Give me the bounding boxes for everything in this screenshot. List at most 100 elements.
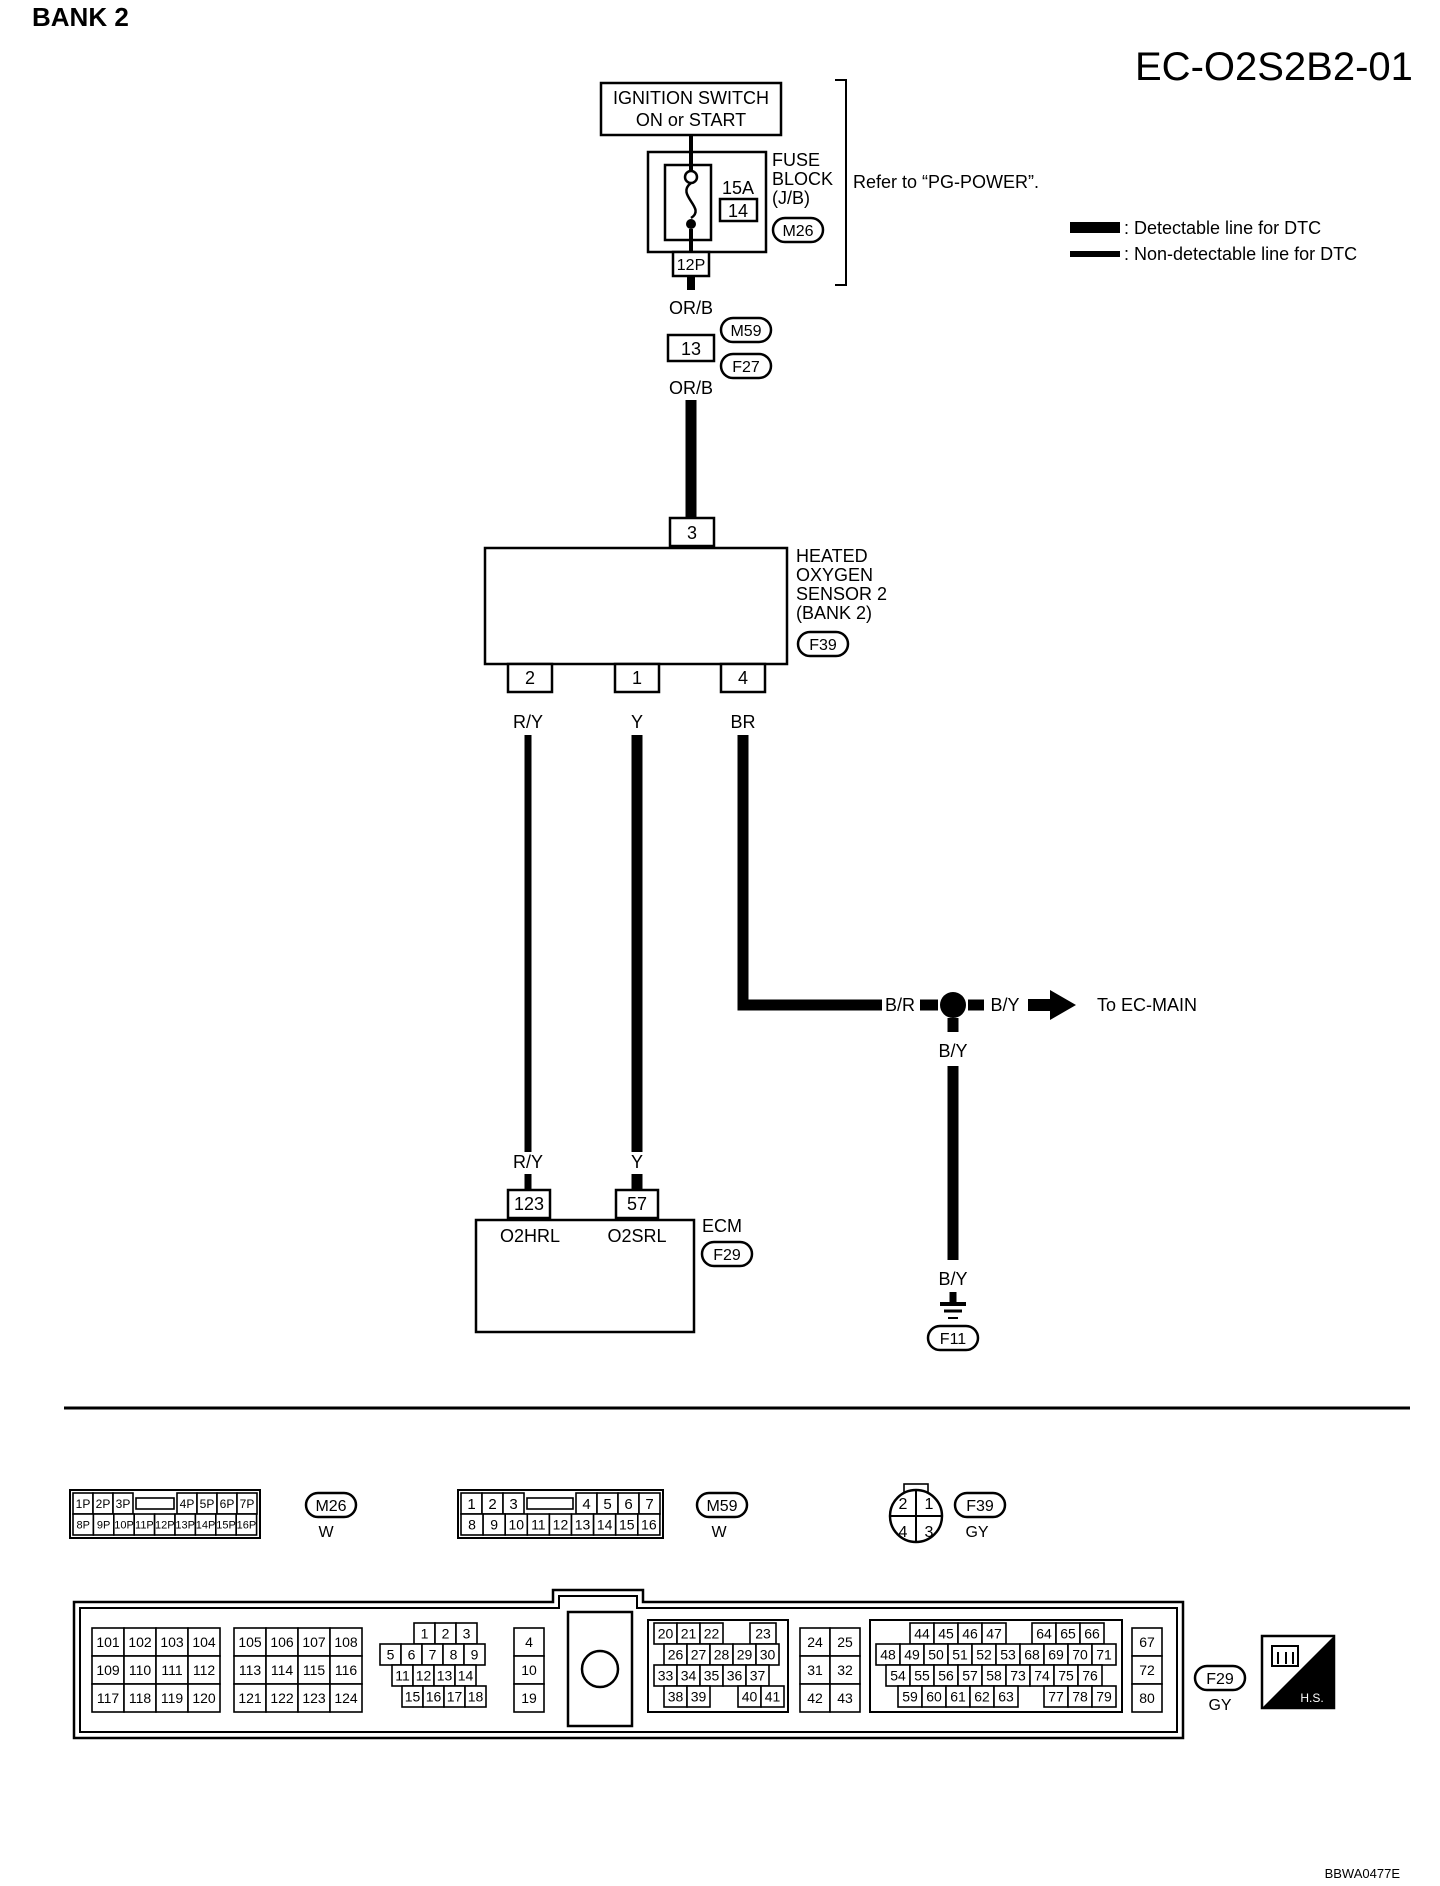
- m59-pin: 13: [575, 1517, 591, 1533]
- f29-group7-frame: [869, 1619, 1123, 1713]
- m59-pin: 14: [597, 1517, 613, 1533]
- f29-pin: 124: [334, 1690, 358, 1706]
- f29-pin: 34: [681, 1668, 697, 1684]
- joint-connector-top: M59: [730, 323, 761, 340]
- f29-pin: 105: [238, 1634, 262, 1650]
- m59-pin: 2: [488, 1496, 496, 1513]
- f29-housing-inner: [79, 1595, 1178, 1733]
- f29-pin: 7: [429, 1647, 437, 1663]
- wire-label-ry-top: R/Y: [513, 712, 543, 732]
- diagram-code: EC-O2S2B2-01: [1135, 45, 1413, 89]
- refer-text: Refer to “PG-POWER”.: [853, 172, 1039, 192]
- legend-non-detectable-line: [1070, 251, 1120, 257]
- f29-pin: 76: [1082, 1668, 1098, 1684]
- f29-pin: 1: [421, 1626, 429, 1642]
- m26-pin: 9P: [97, 1519, 110, 1531]
- f29-pin: 52: [976, 1647, 992, 1663]
- arrow-right-icon: [1028, 990, 1076, 1020]
- f29-pin: 24: [807, 1634, 823, 1650]
- wire-label-br: BR: [730, 712, 755, 732]
- f29-pin: 18: [468, 1689, 484, 1705]
- f29-id-oval: [1193, 1664, 1247, 1692]
- f29-color: GY: [1208, 1697, 1231, 1714]
- m26-id: M26: [315, 1498, 346, 1515]
- f29-pin: 44: [914, 1626, 930, 1642]
- ignition-label-1: IGNITION SWITCH: [613, 88, 769, 108]
- f29-pin: 80: [1139, 1690, 1155, 1706]
- f29-pin: 68: [1024, 1647, 1040, 1663]
- f29-cell: [265, 1683, 299, 1713]
- legend-detectable-text: : Detectable line for DTC: [1124, 218, 1321, 238]
- f29-cell: [513, 1683, 545, 1713]
- fuse-label-1: FUSE: [772, 150, 820, 170]
- sensor-label-4: (BANK 2): [796, 603, 872, 623]
- f29-pin: 112: [193, 1662, 216, 1678]
- f29-pin: 14: [458, 1668, 474, 1684]
- m59-id-oval: [695, 1491, 749, 1519]
- ecm-connector-id: F29: [713, 1247, 741, 1264]
- wire-label-orb-top: OR/B: [669, 298, 713, 318]
- f29-pin: 71: [1096, 1647, 1112, 1663]
- f29-pin: 111: [161, 1662, 182, 1678]
- m26-pin: 14P: [196, 1519, 216, 1531]
- f29-cell: [993, 1685, 1019, 1708]
- f29-pin: 78: [1072, 1689, 1088, 1705]
- f29-pin: 39: [691, 1689, 707, 1705]
- m26-pin: 3P: [116, 1497, 131, 1511]
- f29-pin: 61: [950, 1689, 966, 1705]
- m26-pin: 11P: [135, 1519, 154, 1531]
- f29-pin: 117: [97, 1690, 120, 1706]
- m59-cell: [636, 1513, 661, 1536]
- f29-pin: 27: [691, 1647, 707, 1663]
- sensor-pin-1: 1: [632, 668, 642, 688]
- f29-pin: 59: [902, 1689, 918, 1705]
- legend-detectable-line: [1070, 222, 1120, 233]
- f29-pin: 30: [760, 1647, 776, 1663]
- f29-pin: 4: [525, 1634, 533, 1650]
- f29-cell: [799, 1655, 831, 1685]
- f29-pin: 66: [1084, 1626, 1100, 1642]
- m59-pin: 9: [490, 1517, 498, 1533]
- m26-pin: 1P: [76, 1497, 91, 1511]
- refer-bracket: Refer to “PG-POWER”.: [835, 79, 1039, 286]
- m59-pin: 7: [645, 1496, 653, 1513]
- fuse-element-icon: [685, 182, 697, 220]
- hs-label: H.S.: [1300, 1691, 1323, 1705]
- sensor-label-1: HEATED: [796, 546, 868, 566]
- wire-label-by-right: B/Y: [990, 995, 1019, 1015]
- oxygen-sensor: 3 HEATED OXYGEN SENSOR 2 (BANK 2) F39 2 …: [483, 516, 887, 694]
- m26-pin: 13P: [175, 1519, 195, 1531]
- fuse-connector-id: M26: [782, 223, 813, 240]
- f29-cell: [1091, 1643, 1117, 1666]
- f29-pin: 73: [1010, 1668, 1026, 1684]
- f29-cell: [464, 1685, 487, 1708]
- sensor-connector-id: F39: [809, 637, 837, 654]
- f39-pin: 3: [925, 1524, 934, 1541]
- f29-pin: 72: [1139, 1662, 1155, 1678]
- wire-label-y-top: Y: [631, 712, 643, 732]
- ground-branch: B/R B/Y To EC-MAIN B/Y B/Y F11: [885, 990, 1197, 1352]
- f29-pin: 58: [986, 1668, 1002, 1684]
- ecm-signal-o2srl: O2SRL: [607, 1226, 666, 1246]
- f39-id-oval: [953, 1491, 1007, 1519]
- ecm-pin-57: 57: [627, 1194, 647, 1214]
- f29-cell: [513, 1627, 545, 1657]
- m26-pin: 2P: [96, 1497, 111, 1511]
- f29-pin: 19: [521, 1690, 537, 1706]
- ignition-label-2: ON or START: [636, 110, 746, 130]
- bank-title: BANK 2: [32, 2, 129, 32]
- m59-pin: 6: [624, 1496, 632, 1513]
- m59-pin: 10: [508, 1517, 524, 1533]
- sensor-pin-3: 3: [687, 523, 697, 543]
- f29-pin: 75: [1058, 1668, 1074, 1684]
- m26-pin: 16P: [237, 1519, 257, 1531]
- f29-pin: 35: [704, 1668, 720, 1684]
- m26-id-oval: [304, 1491, 358, 1519]
- ecm-wire-label-y: Y: [631, 1152, 643, 1172]
- f29-pin: 8: [450, 1647, 458, 1663]
- f29-cell: [233, 1627, 267, 1657]
- f29-pin: 57: [962, 1668, 978, 1684]
- f39-pin: 4: [899, 1524, 908, 1541]
- fuse-block: 15A 14 FUSE BLOCK (J/B) M26 12P: [646, 135, 833, 278]
